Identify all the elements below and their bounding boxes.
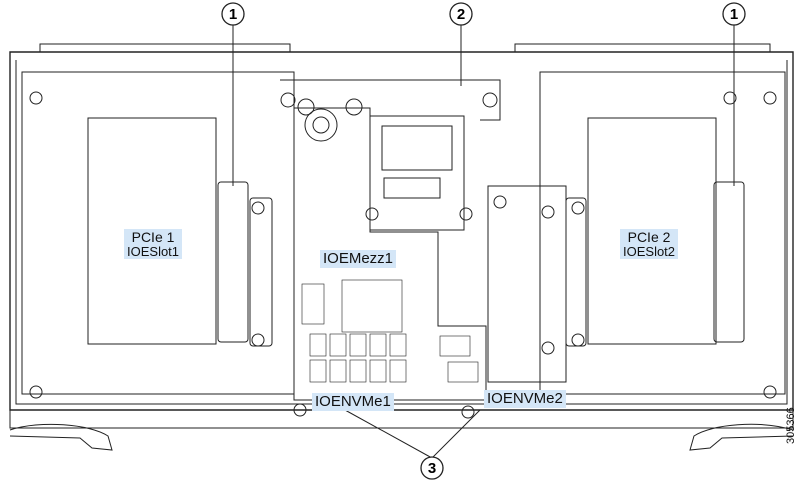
pcie2-slot: IOESlot2: [623, 243, 676, 259]
left-ejector: [9, 423, 113, 451]
nvme2-label: IOENVMe2: [484, 390, 566, 408]
pcie1-slot: IOESlot1: [127, 243, 180, 259]
nvme-cage: [487, 185, 567, 383]
pcie1-label: PCIe 1 IOESlot1: [124, 229, 183, 260]
callout-3: 3: [420, 456, 444, 480]
svg-text:1: 1: [229, 6, 237, 23]
callout-1-right: 1: [722, 2, 746, 26]
pcie2-label: PCIe 2 IOESlot2: [620, 229, 679, 260]
pcie2-card-outline: [587, 117, 717, 345]
right-ejector: [689, 423, 794, 451]
pcie1-card-outline: [87, 117, 217, 345]
right-bay: [539, 71, 786, 395]
callout-2: 2: [449, 2, 473, 26]
left-bracket: [217, 181, 249, 343]
svg-text:2: 2: [457, 6, 465, 23]
pcie1-name: PCIe 1: [131, 229, 175, 245]
nvme1-label: IOENVMe1: [312, 393, 394, 411]
module-2: [369, 115, 465, 231]
figure-id: 305366: [785, 407, 797, 444]
right-bracket: [713, 181, 745, 343]
mezz-label: IOEMezz1: [320, 250, 397, 268]
svg-text:3: 3: [428, 460, 436, 477]
pcie2-name: PCIe 2: [627, 229, 671, 245]
svg-text:1: 1: [730, 6, 738, 23]
callout-1-left: 1: [221, 2, 245, 26]
